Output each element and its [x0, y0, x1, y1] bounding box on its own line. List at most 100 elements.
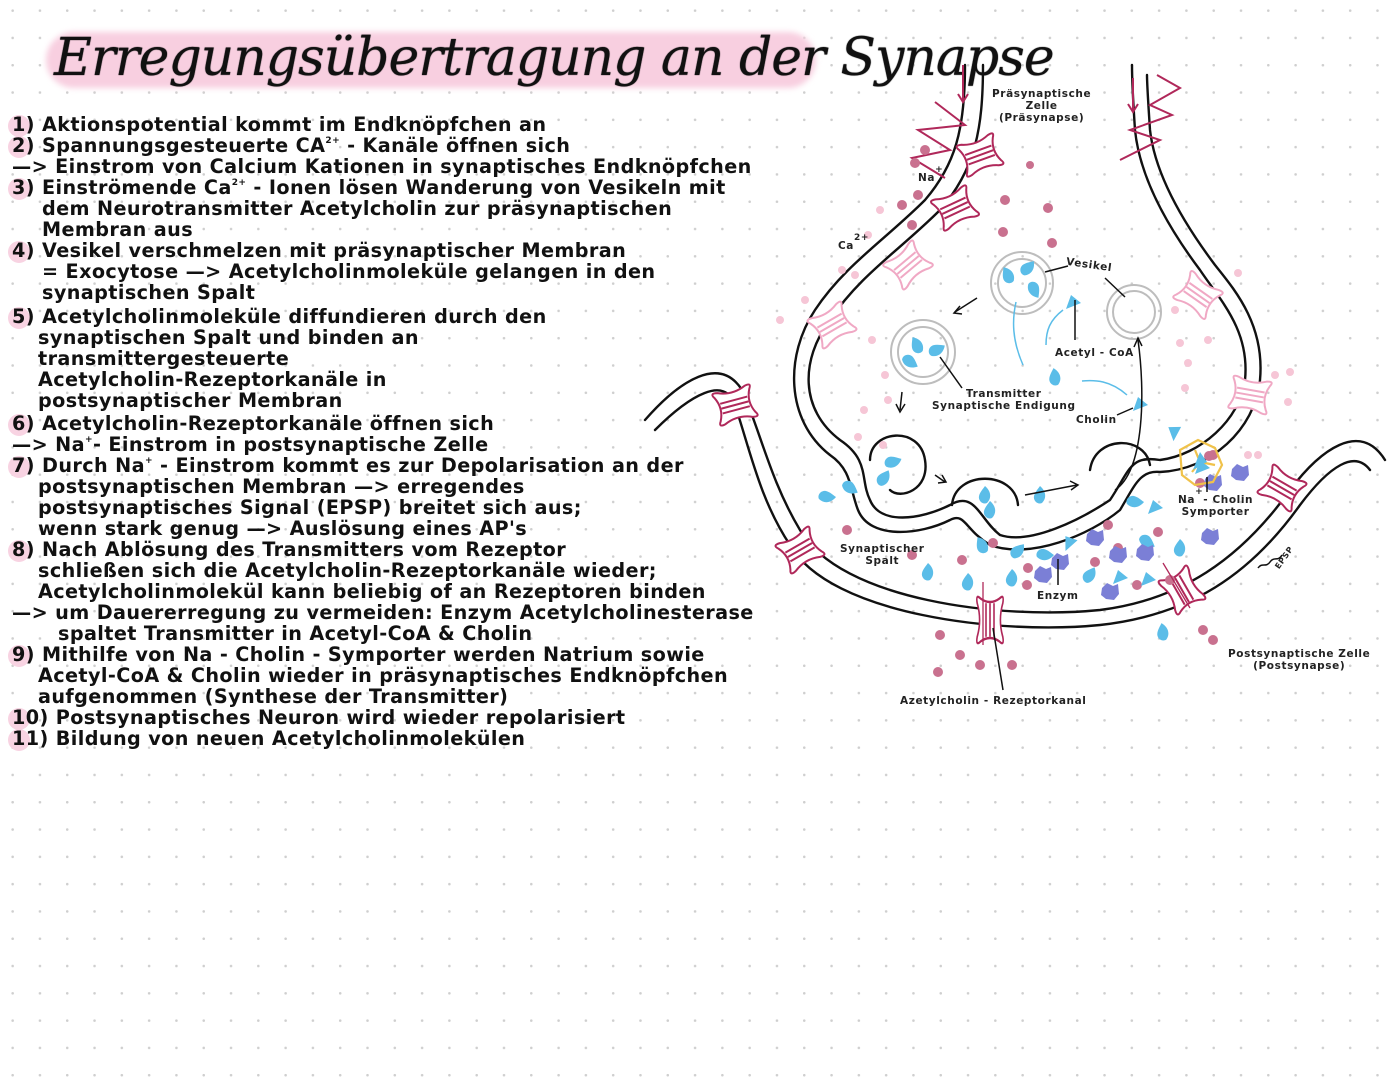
- title-highlight: [46, 32, 816, 88]
- step-9-line-2: Acetyl-CoA & Cholin wieder in präsynapti…: [38, 664, 729, 687]
- step-number: 4): [8, 239, 35, 263]
- step-7-line-3: postsynaptisches Signal (EPSP) breitet s…: [38, 496, 582, 519]
- step-9-line-3: aufgenommen (Synthese der Transmitter): [38, 685, 509, 708]
- cholin-label: Cholin: [1076, 414, 1117, 426]
- step-text: Einstrom von Calcium Kationen in synapti…: [55, 155, 752, 178]
- label-line: Postsynaptische Zelle: [1228, 648, 1371, 660]
- step-7-line-2: postsynaptischen Membran —> erregendes: [12, 476, 842, 497]
- step-text: Auslösung eines AP's: [289, 517, 528, 540]
- step-3: 3) Einströmende Ca2+ - Ionen lösen Wande…: [8, 176, 842, 200]
- step-1: 1) Aktionspotential kommt im Endknöpfche…: [8, 113, 842, 137]
- label-text: - Cholin: [1203, 494, 1254, 506]
- step-4-line-3: synaptischen Spalt: [42, 281, 256, 304]
- step-8-line-3: Acetylcholinmolekül kann beliebig of an …: [38, 580, 706, 603]
- step-number: 1): [8, 113, 35, 137]
- superscript: +: [935, 165, 944, 175]
- step-text: Nach Ablösung des Transmitters vom Rezep…: [42, 538, 567, 561]
- step-number: 9): [8, 643, 35, 667]
- arrow-icon: —>: [353, 475, 391, 498]
- page-title: Erregungsübertragung an der Synapse: [54, 28, 1055, 88]
- calcium-ions: [776, 206, 1294, 459]
- receptor-arrows: [982, 562, 1191, 645]
- label-line: Präsynaptische: [992, 88, 1092, 100]
- step-text: Spannungsgesteuerte CA: [42, 134, 326, 157]
- step-7: 7) Durch Na+ - Einstrom kommt es zur Dep…: [8, 454, 842, 478]
- presynaptic-label: Präsynaptische Zelle (Präsynapse): [992, 88, 1091, 124]
- step-7-line-4: wenn stark genug —> Auslösung eines AP's: [12, 518, 842, 539]
- step-8-consequence-cont: spaltet Transmitter in Acetyl-CoA & Chol…: [58, 622, 533, 645]
- label-line: Synaptische Endigung: [932, 400, 1076, 412]
- step-text: Einströmende Ca: [42, 176, 232, 199]
- step-text: Acetylcholinmoleküle gelangen in den: [228, 260, 656, 283]
- step-5-line-2: synaptischen Spalt und binden an: [38, 326, 419, 349]
- step-text: postsynaptischen Membran: [38, 475, 354, 498]
- step-5-line-4: Acetylcholin-Rezeptorkanäle in: [38, 368, 387, 391]
- annotation-lines: [895, 265, 1283, 691]
- step-number: 2): [8, 134, 35, 158]
- step-text: Postsynaptisches Neuron wird wieder repo…: [55, 706, 626, 729]
- calcium-label: Ca2+: [838, 234, 869, 253]
- arrow-icon: —>: [246, 517, 283, 540]
- steps-list: 1) Aktionspotential kommt im Endknöpfche…: [8, 113, 842, 751]
- step-9: 9) Mithilfe von Na - Cholin - Symporter …: [8, 643, 842, 667]
- enzyme-label: Enzym: [1037, 590, 1079, 602]
- step-8-consequence: —> um Dauererregung zu vermeiden: Enzym …: [12, 602, 842, 623]
- arrow-icon: —>: [12, 155, 49, 178]
- label-text: Ca: [838, 240, 854, 252]
- superscript: +: [84, 435, 93, 445]
- sodium-label: Na+: [918, 166, 943, 185]
- step-6-consequence: —> Na+- Einstrom in postsynaptische Zell…: [12, 434, 842, 455]
- step-10: 10) Postsynaptisches Neuron wird wieder …: [8, 706, 842, 730]
- step-4: 4) Vesikel verschmelzen mit präsynaptisc…: [8, 239, 842, 263]
- receptor-channel-label: Azetylcholin - Rezeptorkanal: [900, 695, 1087, 707]
- symporter-label: Na+- Cholin Symporter: [1178, 488, 1254, 519]
- step-text: - Einstrom in postsynaptische Zelle: [92, 433, 489, 456]
- step-text: Acetylcholin-Rezeptorkanäle öffnen sich: [42, 412, 495, 435]
- step-8-line-2: schließen sich die Acetylcholin-Rezeptor…: [38, 559, 657, 582]
- step-text: Durch Na: [42, 454, 145, 477]
- step-number: 8): [8, 538, 35, 562]
- step-text: um Dauererregung zu vermeiden: Enzym Ace…: [55, 601, 754, 624]
- step-text: Na: [55, 433, 85, 456]
- label-line: Transmitter: [966, 388, 1042, 400]
- step-text: Aktionspotential kommt im Endknöpfchen a…: [42, 113, 547, 136]
- synapse-diagram: Präsynaptische Zelle (Präsynapse) Na+ Ca…: [630, 55, 1394, 735]
- label-line: Spalt: [865, 555, 900, 567]
- step-11: 11) Bildung von neuen Acetylcholinmolekü…: [8, 728, 842, 751]
- vesicle-icon: [890, 251, 1162, 385]
- step-8: 8) Nach Ablösung des Transmitters vom Re…: [8, 538, 842, 562]
- step-text: - Ionen lösen Wanderung von Vesikeln mit: [246, 176, 726, 199]
- step-number: 3): [8, 176, 35, 200]
- synapse-illustration: [643, 63, 1387, 691]
- label-line: Zelle: [1025, 100, 1058, 112]
- label-line: (Präsynapse): [998, 112, 1085, 124]
- step-text: Mithilfe von Na - Cholin - Symporter wer…: [42, 643, 705, 666]
- postsynaptic-label: Postsynaptische Zelle (Postsynapse): [1228, 648, 1370, 672]
- step-number: 7): [8, 454, 35, 478]
- label-line: Symporter: [1181, 506, 1250, 518]
- superscript: 2+: [231, 178, 247, 188]
- step-5-line-5: postsynaptischer Membran: [38, 389, 343, 412]
- step-4-line-2: = Exocytose —> Acetylcholinmoleküle gela…: [12, 261, 842, 282]
- step-5-line-3: transmittergesteuerte: [38, 347, 290, 370]
- step-5: 5) Acetylcholinmoleküle diffundieren dur…: [8, 305, 842, 329]
- synaptic-cleft-label: Synaptischer Spalt: [840, 543, 925, 567]
- label-line: (Postsynapse): [1253, 660, 1346, 672]
- step-number: 6): [8, 412, 35, 436]
- step-2-consequence: —> Einstrom von Calcium Kationen in syna…: [12, 156, 842, 177]
- label-text: Na: [918, 172, 936, 184]
- step-text: = Exocytose: [42, 260, 186, 283]
- step-text: - Einstrom kommt es zur Depolarisation a…: [152, 454, 684, 477]
- acetyl-coa-label: Acetyl - CoA: [1055, 347, 1134, 359]
- superscript: +: [1195, 487, 1204, 497]
- step-text: wenn stark genug: [38, 517, 247, 540]
- label-line: Na+- Cholin: [1178, 488, 1254, 507]
- step-number: 5): [8, 305, 35, 329]
- step-text: erregendes: [397, 475, 525, 498]
- step-3-line-2: dem Neurotransmitter Acetylcholin zur pr…: [42, 197, 673, 220]
- sodium-ions: [842, 145, 1218, 677]
- label-line: Synaptischer: [840, 543, 925, 555]
- step-3-line-3: Membran aus: [42, 218, 194, 241]
- arrow-icon: —>: [12, 433, 49, 456]
- enzyme-icon: [1034, 464, 1249, 600]
